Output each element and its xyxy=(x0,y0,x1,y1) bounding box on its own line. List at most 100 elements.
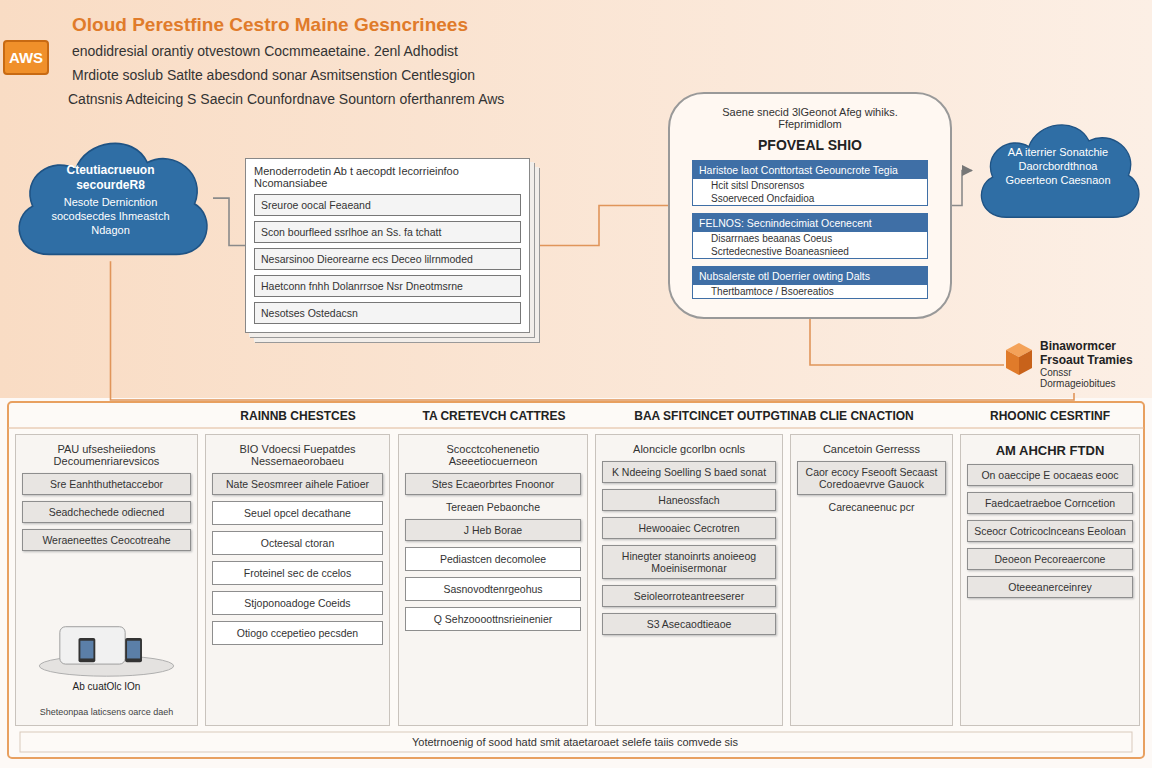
connector xyxy=(213,198,245,245)
node-text: Sasnovodtenrgeohus xyxy=(412,583,574,595)
node-text: Hcit sitsl Dnsorensos xyxy=(693,179,927,192)
node-text: Hinegter stanoinrts anoieeog Moeinisermo… xyxy=(609,550,769,574)
node-text: Thertbamtoce / Bsoereatios xyxy=(693,285,927,298)
process-box: Hinegter stanoinrts anoieeog Moeinisermo… xyxy=(602,545,776,579)
node-text: On oaeccipe E oocaeas eooc xyxy=(974,469,1126,481)
node-text: PAU ufsesheiiedons Decoumenriarevsicos xyxy=(22,443,191,467)
node-text: K Ndeeing Soelling S baed sonat xyxy=(609,466,769,478)
node-text: Nesotses Ostedacsn xyxy=(261,307,514,319)
table-row: Octeesal ctoran xyxy=(212,531,383,555)
table-row: Stjoponoadoge Coeids xyxy=(212,591,383,615)
node-text: Caor ecocy Fseooft Secaast Coredoaevrve … xyxy=(804,466,939,490)
column-panel: Scocctcohenenetio AseeetiocuerneonStes E… xyxy=(398,434,588,726)
node-text: Q Sehzoooottnsrieinenier xyxy=(412,613,574,625)
process-box: Sceocr Cotricoclnceans Eeoloan xyxy=(967,520,1133,542)
node-text: Sreuroe oocal Feaeand xyxy=(261,199,514,211)
node-text: Binawormcer Frsoaut Tramies xyxy=(1040,339,1140,367)
node-text: PFOVEAL SHIO xyxy=(692,137,928,153)
node-text: Seioleorroteantreeserer xyxy=(609,590,769,602)
label: Yotetrnoenig of sood hatd smit ataetaroa… xyxy=(100,736,1050,748)
table-row: Seuel opcel decathane xyxy=(212,501,383,525)
cloud-node: AA iterrier Sonatchie Daorcbordthnoa Goe… xyxy=(972,118,1144,223)
document-stack: Menoderrodetin Ab t aecopdt Iecorrieinfo… xyxy=(245,158,530,333)
node-text: Haneossfach xyxy=(609,494,769,506)
table-row: Otiogo ccepetieo pecsden xyxy=(212,621,383,645)
header-rule xyxy=(8,428,1144,429)
label: RHOONIC CESRTINF xyxy=(960,409,1140,423)
node-text: FELNOS: Secnindecimiat Ocenecent xyxy=(693,214,927,232)
process-box: Nate Seosmreer aihele Fatioer xyxy=(212,473,383,495)
label: Catnsnis Adteicing S Saecin Counfordnave… xyxy=(68,91,658,107)
process-box: Haneossfach xyxy=(602,489,776,511)
label: Tereaen Pebaonche xyxy=(405,501,581,513)
process-box: Seadchechede odiecned xyxy=(22,501,191,523)
node-text: Scocctcohenenetio Aseeetiocuerneon xyxy=(405,443,581,467)
node-text: Otiogo ccepetieo pecsden xyxy=(219,627,376,639)
process-box: K Ndeeing Soelling S baed sonat xyxy=(602,461,776,483)
node-text: Faedcaetraeboe Corncetion xyxy=(974,497,1126,509)
process-box: Seioleorroteantreeserer xyxy=(602,585,776,607)
label: Mrdiote soslub Satlte abesdond sonar Asm… xyxy=(72,67,652,83)
list-bar: Haetconn fnhh Dolanrrsoe Nsr Dneotmsrne xyxy=(254,275,521,297)
title: Oloud Perestfine Cestro Maine Gesncrinee… xyxy=(72,14,672,36)
node-text: Oteeeanerceinrey xyxy=(974,581,1126,593)
node-text: Haristoe laot Conttortast Geouncrote Teg… xyxy=(693,161,927,179)
aws-logo: AWS xyxy=(3,40,49,75)
node-text: Haetconn fnhh Dolanrrsoe Nsr Dneotmsrne xyxy=(261,280,514,292)
connector xyxy=(952,171,972,206)
service-item: Nubsalerste otl Doerrier owting DaltsThe… xyxy=(692,266,928,299)
storage-box: Binawormcer Frsoaut TramiesConssr Dormag… xyxy=(1004,337,1144,393)
service-item: Haristoe laot Conttortast Geouncrote Teg… xyxy=(692,160,928,206)
column-panel: AM AHCHR FTDN On oaeccipe E oocaeas eoocF… xyxy=(960,434,1140,726)
process-box: Oteeeanerceinrey xyxy=(967,576,1133,598)
node-text: Disarrnaes beaanas Coeus xyxy=(693,232,927,245)
node-text: BIO Vdoecsi Fuepatdes Nessemaeorobaeu xyxy=(212,443,383,467)
service-item: FELNOS: Secnindecimiat OcenecentDisarrna… xyxy=(692,213,928,259)
label: Sheteonpaa laticsens oarce daeh xyxy=(22,707,191,717)
list-bar: Scon bourfleed ssrlhoe an Ss. fa tchatt xyxy=(254,221,521,243)
table-row: Froteinel sec de ccelos xyxy=(212,561,383,585)
node-text: Menoderrodetin Ab t aecopdt Iecorrieinfo… xyxy=(254,165,521,189)
service-panel: Saene snecid 3lGeonot Afeg wihiks. Ffepr… xyxy=(668,92,952,319)
column-panel: PAU ufsesheiiedons DecoumenriarevsicosSr… xyxy=(15,434,198,726)
table-row: Sasnovodtenrgeohus xyxy=(405,577,581,601)
node-text: AM AHCHR FTDN xyxy=(967,443,1133,458)
process-box: Stes Ecaeorbrtes Fnoonor xyxy=(405,473,581,495)
column-panel: BIO Vdoecsi Fuepatdes NessemaeorobaeuNat… xyxy=(205,434,390,726)
node-text: Hewooaiec Cecrotren xyxy=(609,522,769,534)
node-text: Pediastcen decomolee xyxy=(412,553,574,565)
node-text: Nesote Dernicntion socodsecdes Ihmeastch… xyxy=(38,196,183,237)
process-box: Sre Eanhthuthetaccebor xyxy=(22,473,191,495)
node-text: Nubsalerste otl Doerrier owting Dalts xyxy=(693,267,927,285)
label: BAA SFITCINCET OUTPGTINAB CLIE CNACTION xyxy=(595,409,953,423)
label: TA CRETEVCH CATTRES xyxy=(398,409,590,423)
node-text: Scon bourfleed ssrlhoe an Ss. fa tchatt xyxy=(261,226,514,238)
node-text: AA iterrier Sonatchie Daorcbordthnoa Goe… xyxy=(1002,146,1114,187)
node-text: Conssr Dormageiobitues xyxy=(1040,367,1140,389)
node-text: Cancetoin Gerresss xyxy=(797,443,946,455)
node-text: Aloncicle gcorlbn ocnls xyxy=(602,443,776,455)
node-text: Froteinel sec de ccelos xyxy=(219,567,376,579)
process-box: Faedcaetraeboe Corncetion xyxy=(967,492,1133,514)
node-text: Sceocr Cotricoclnceans Eeoloan xyxy=(974,525,1126,537)
node-text: Stes Ecaeorbrtes Fnoonor xyxy=(412,478,574,490)
device-platform: Ab cuatOlc IOn xyxy=(22,623,191,701)
footer-bar xyxy=(20,732,1132,752)
column-panel: Aloncicle gcorlbn ocnls K Ndeeing Soellin… xyxy=(595,434,783,726)
node-text: Weraeneettes Ceocotreahe xyxy=(29,534,184,546)
connector xyxy=(530,206,668,246)
node-text: J Heb Borae xyxy=(412,524,574,536)
node-text: Nate Seosmreer aihele Fatioer xyxy=(219,478,376,490)
label: enodidresial orantiy otvestown Cocmmeaet… xyxy=(72,43,652,59)
list-bar: Sreuroe oocal Feaeand xyxy=(254,194,521,216)
label: Carecaneenuc pcr xyxy=(797,501,946,513)
table-row: Pediastcen decomolee xyxy=(405,547,581,571)
process-box: J Heb Borae xyxy=(405,519,581,541)
process-box: Deoeon Pecoreaercone xyxy=(967,548,1133,570)
top-band xyxy=(0,0,1152,398)
bottom-panel xyxy=(8,402,1144,758)
node-text: Deoeon Pecoreaercone xyxy=(974,553,1126,565)
process-box: Hewooaiec Cecrotren xyxy=(602,517,776,539)
node-text: Stjoponoadoge Coeids xyxy=(219,597,376,609)
node-text: S3 Asecaodtieaoe xyxy=(609,618,769,630)
